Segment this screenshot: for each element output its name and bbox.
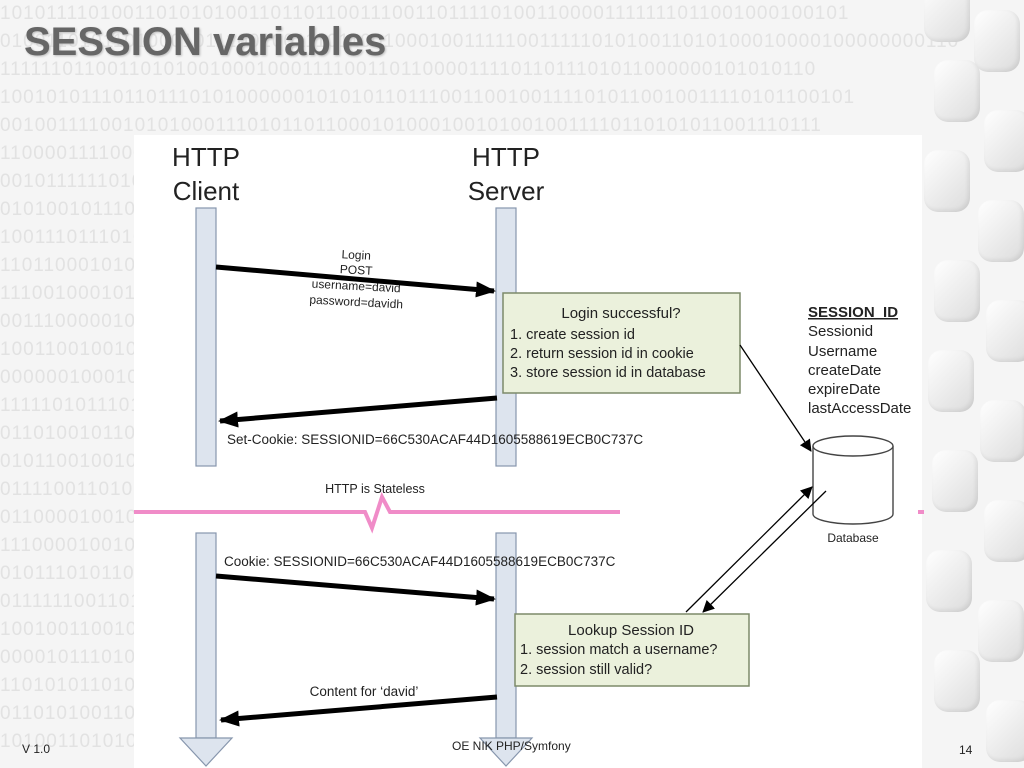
lookup-item-2: 2. session still valid?: [520, 662, 652, 678]
login-success-item-3: 3. store session id in database: [510, 365, 706, 381]
cookie-label: Cookie: SESSIONID=66C530ACAF44D160558861…: [224, 554, 616, 569]
session-field-3: createDate: [808, 362, 881, 379]
stateless-label: HTTP is Stateless: [325, 482, 425, 496]
footer-course: OE NIK PHP/Symfony: [452, 739, 571, 753]
svg-text:password=davidh: password=davidh: [309, 293, 403, 312]
login-success-item-1: 1. create session id: [510, 327, 635, 343]
cookie-request-arrow: [215, 573, 496, 606]
footer-version: V 1.0: [22, 742, 51, 756]
login-request-arrow: [215, 264, 496, 298]
decorative-tiles: [914, 0, 1024, 768]
session-table-title: SESSION_ID: [808, 304, 898, 321]
lookup-title: Lookup Session ID: [568, 622, 694, 639]
database-cylinder-top: [812, 435, 894, 457]
client-label-line2: Client: [173, 176, 240, 206]
set-cookie-arrow: [218, 395, 498, 428]
login-request-label: Login POST username=david password=david…: [309, 247, 403, 311]
server-lifeline-arrowhead: [478, 737, 534, 767]
lookup-result-arrow: [702, 490, 827, 613]
footer-page-number: 14: [959, 743, 973, 757]
client-lifeline-lower: [195, 532, 217, 739]
server-label-line1: HTTP: [472, 142, 540, 172]
session-field-4: expireDate: [808, 381, 881, 398]
slide-title: SESSION variables: [24, 20, 387, 64]
content-response-arrow: [219, 694, 498, 727]
lookup-query-arrow: [685, 486, 813, 613]
session-field-2: Username: [808, 343, 877, 360]
stateless-divider: [134, 491, 620, 534]
svg-text:Login: Login: [341, 247, 371, 263]
database-label: Database: [827, 531, 879, 545]
lookup-box: [514, 613, 750, 687]
login-success-title: Login successful?: [561, 305, 680, 322]
client-label-line1: HTTP: [172, 142, 240, 172]
session-field-5: lastAccessDate: [808, 400, 911, 417]
client-lifeline-upper: [195, 207, 217, 467]
content-label: Content for ‘david’: [310, 684, 419, 699]
login-success-item-2: 2. return session id in cookie: [510, 346, 694, 362]
client-lifeline-arrowhead: [178, 737, 234, 767]
database-cylinder: [812, 446, 894, 525]
session-field-1: Sessionid: [808, 323, 873, 340]
set-cookie-label: Set-Cookie: SESSIONID=66C530ACAF44D16055…: [227, 432, 643, 447]
login-success-box: [502, 292, 741, 394]
svg-text:POST: POST: [340, 262, 374, 278]
lookup-item-1: 1. session match a username?: [520, 642, 717, 658]
server-label-line2: Server: [468, 176, 545, 206]
store-session-arrow: [739, 344, 812, 452]
